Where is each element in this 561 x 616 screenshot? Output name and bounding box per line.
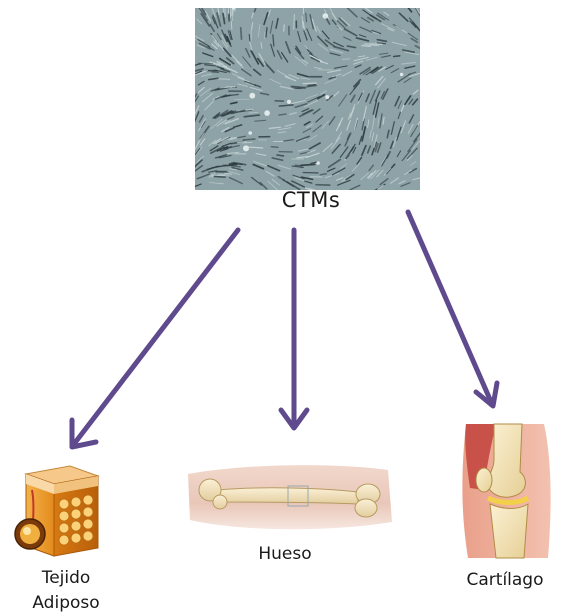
arrow-to-cartilage — [408, 212, 497, 406]
arrow-to-bone — [281, 230, 307, 428]
adipose-tissue-icon — [14, 460, 106, 562]
bone-label: Hueso — [230, 544, 340, 564]
femur-bone-icon — [182, 456, 398, 540]
adipose-tissue-label: Tejido Adiposo — [6, 566, 126, 616]
arrow-to-adipose — [72, 230, 238, 447]
cartilage-label: Cartílago — [450, 570, 560, 590]
knee-cartilage-icon — [456, 420, 556, 562]
